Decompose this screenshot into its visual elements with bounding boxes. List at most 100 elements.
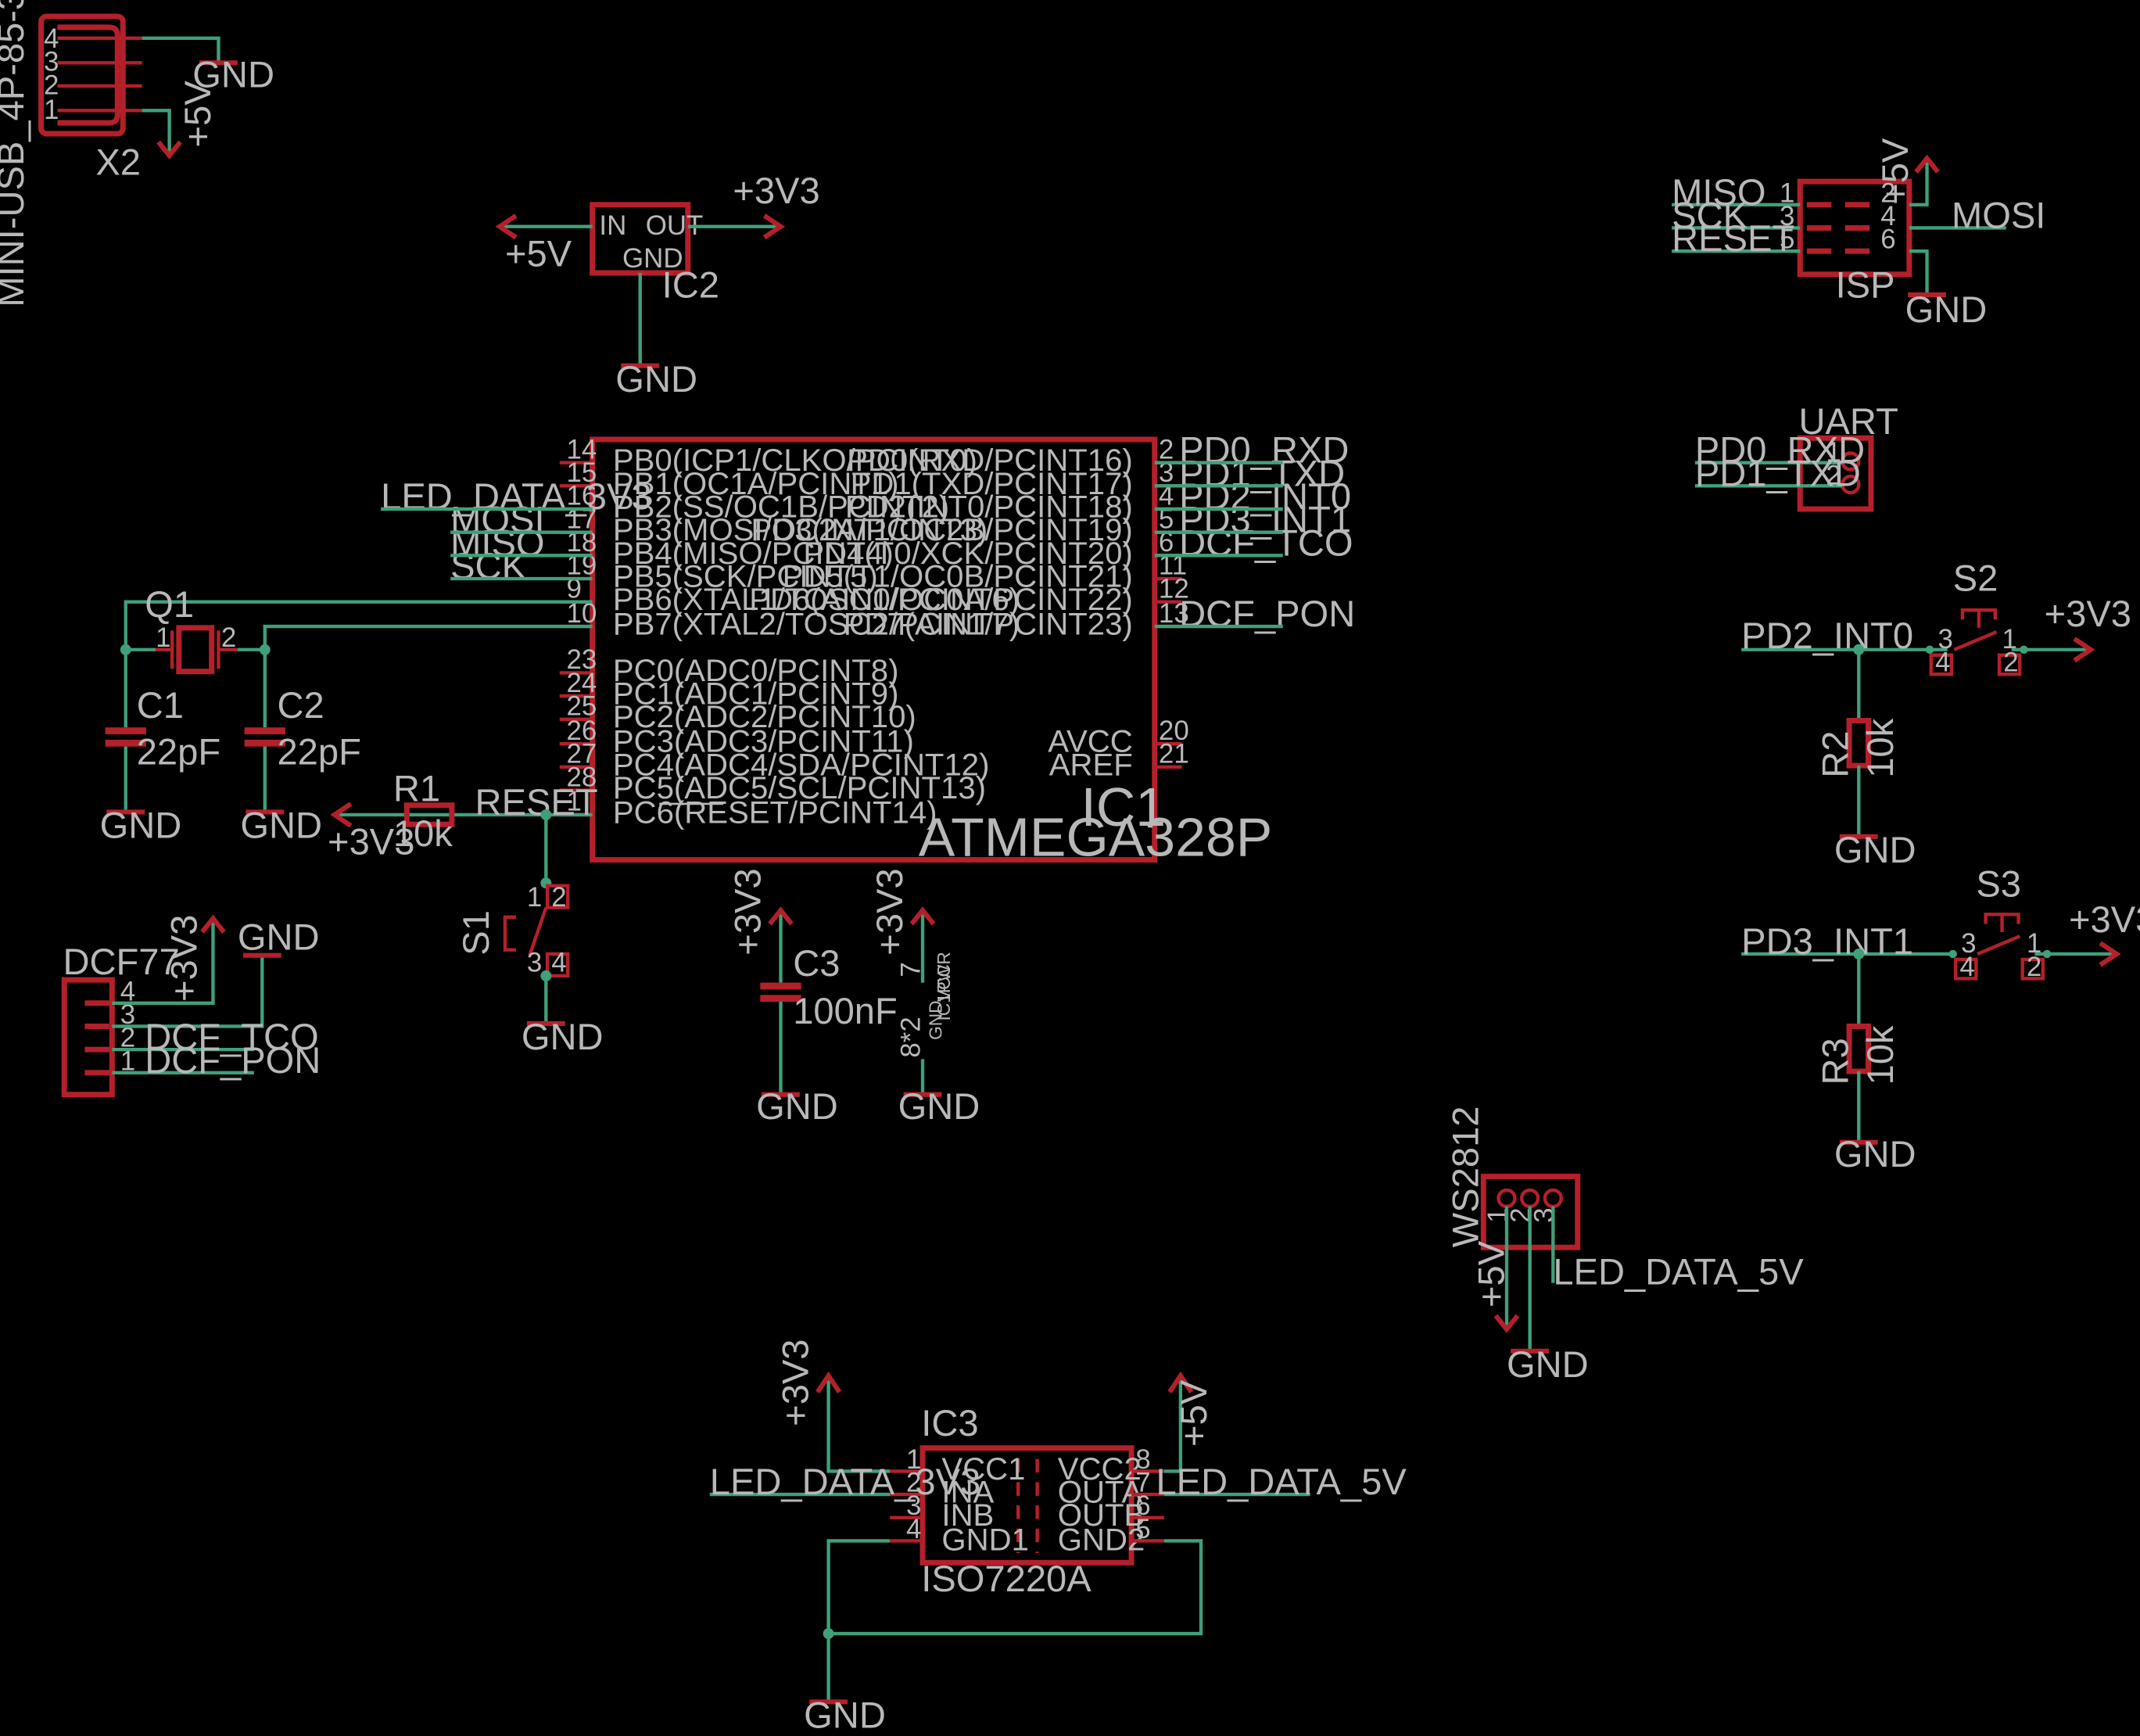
isp-ref: ISP bbox=[1836, 264, 1895, 305]
usb-connector-x2[interactable]: 4 3 2 1 X2 MINI-USB_4P-85-32004-10X bbox=[0, 0, 142, 307]
reset-net-label: RESET bbox=[475, 781, 598, 823]
isp-pin-1: 1 bbox=[1780, 178, 1794, 208]
iso-pin-2: 2 bbox=[906, 1468, 921, 1498]
s3-ref: S3 bbox=[1976, 863, 2021, 905]
ws-gnd-label: GND bbox=[1507, 1343, 1589, 1385]
pwr-gnd-label: GND bbox=[898, 1085, 980, 1127]
usb-pin-3: 3 bbox=[44, 47, 59, 77]
mcu-left-pin-name: PC2(ADC2/PCINT10) bbox=[613, 699, 916, 734]
pwr-ref: IC1PWR bbox=[934, 952, 954, 1020]
usb-gnd-label: GND bbox=[192, 54, 274, 95]
isp-net-sck: SCK bbox=[1672, 194, 1747, 235]
iso-pin-7: 7 bbox=[1135, 1468, 1150, 1498]
reg-pin-in: IN bbox=[599, 210, 626, 241]
ws-5v-label: +5V bbox=[1471, 1240, 1512, 1307]
iso-pin-5: 5 bbox=[1135, 1514, 1150, 1544]
iso-net-out: LED_DATA_5V bbox=[1156, 1461, 1407, 1502]
c2-ref: C2 bbox=[277, 684, 324, 726]
s2-net: PD2_INT0 bbox=[1741, 615, 1913, 656]
isp-pin-5: 5 bbox=[1780, 224, 1794, 255]
ws-ref: WS2812 bbox=[1444, 1107, 1486, 1248]
mcu-right-pin-number: 5 bbox=[1159, 504, 1174, 534]
isp-gnd-label: GND bbox=[1905, 289, 1988, 330]
iso-pin-6: 6 bbox=[1135, 1490, 1150, 1521]
usb-pin-4: 4 bbox=[44, 23, 59, 54]
dcf77-3v3-label: +3V3 bbox=[163, 915, 205, 1002]
mcu-left-pin-number: 26 bbox=[566, 716, 597, 746]
c3-value: 100nF bbox=[793, 990, 898, 1031]
mcu-right-pin-number: 21 bbox=[1159, 739, 1189, 769]
iso-pin-4: 4 bbox=[906, 1514, 921, 1544]
s3-pin-1: 1 bbox=[2027, 928, 2041, 959]
mcu-right-pin-number: 2 bbox=[1159, 434, 1174, 464]
reg-3v3-label: +3V3 bbox=[733, 170, 819, 211]
switch-s2[interactable]: 3 1 4 2 S2 bbox=[1925, 558, 2028, 678]
uart-pin-1: 1 bbox=[1826, 437, 1841, 468]
mcu-right-pin-number: 4 bbox=[1159, 481, 1174, 511]
mcu-right-pin-name: PD2(INT0/PCINT18) bbox=[845, 489, 1133, 524]
mcu-left-pin-number: 16 bbox=[566, 481, 597, 511]
mcu-left-pin-name: PC1(ADC1/PCINT9) bbox=[613, 676, 899, 712]
iso-ref: IC3 bbox=[921, 1402, 978, 1444]
crystal-q1[interactable]: Q1 1 2 bbox=[145, 583, 238, 675]
s1-pin-2: 2 bbox=[551, 882, 566, 913]
isolator-ic3[interactable]: VCC1 INA INB GND1 VCC2 OUTA OUTB GND2 IC… bbox=[919, 1402, 1145, 1599]
c3-gnd-label: GND bbox=[756, 1085, 838, 1127]
pwr-pin-7: 7 bbox=[896, 962, 927, 977]
mcu-right-pin-number: 6 bbox=[1159, 527, 1174, 558]
mcu-right-pin-name: PD5(T1/OC0B/PCINT21) bbox=[783, 558, 1133, 594]
ws-net: LED_DATA_5V bbox=[1553, 1250, 1804, 1292]
mcu-ref: IC1 bbox=[1081, 777, 1166, 838]
mcu-right-pin-name: PD3(INT1/OC2B/PCINT19) bbox=[751, 512, 1132, 547]
mcu-left-pin-number: 25 bbox=[566, 691, 597, 722]
pwr-pin-8: 8*2 bbox=[896, 1017, 927, 1057]
capacitor-c3[interactable]: C3 100nF bbox=[760, 942, 898, 1031]
isp-5v-label: +5V bbox=[1874, 138, 1916, 205]
mcu-left-pin-name: PB3(MOSI/OC2A/PCINT3) bbox=[613, 512, 988, 547]
usb-5v-label: +5V bbox=[177, 81, 218, 148]
isp-pin-2: 2 bbox=[1880, 178, 1895, 208]
c3-3v3-label: +3V3 bbox=[726, 868, 768, 955]
mcu-right-pin-name: AVCC bbox=[1048, 724, 1133, 759]
uart-header[interactable]: UART bbox=[1797, 400, 1898, 512]
capacitor-c2[interactable]: C2 22pF bbox=[244, 684, 361, 772]
c2-value: 22pF bbox=[277, 730, 360, 772]
switch-s3[interactable]: 3 1 4 2 S3 bbox=[1948, 863, 2052, 982]
usb-pin-2: 2 bbox=[44, 70, 59, 100]
dcf77-header[interactable]: DCF77 bbox=[61, 941, 180, 1098]
isp-pin-4: 4 bbox=[1880, 201, 1895, 231]
uart-ref: UART bbox=[1798, 400, 1898, 442]
iso-pin-3: 3 bbox=[906, 1490, 921, 1521]
reg-gnd-label: GND bbox=[615, 358, 697, 400]
mcu-right-pin-name: PD4(T0/XCK/PCINT20) bbox=[803, 536, 1132, 571]
mcu-right-pin-name: PD0(RXD/PCINT16) bbox=[847, 443, 1133, 478]
mcu-left-pin-number: 15 bbox=[566, 457, 597, 488]
mcu-right-pin-name: PD7(AIN1/PCINT23) bbox=[844, 607, 1133, 642]
microcontroller-ic1[interactable]: IC1 ATMEGA328P bbox=[590, 436, 1273, 867]
isp-net-reset: RESET bbox=[1672, 217, 1794, 259]
reset-switch-s1[interactable]: 1 2 3 4 S1 bbox=[455, 882, 570, 978]
s2-pin-3: 3 bbox=[1937, 624, 1952, 655]
resistor-r1[interactable]: R1 10k bbox=[393, 767, 455, 854]
c1-value: 22pF bbox=[137, 730, 220, 772]
resistor-r3[interactable]: R3 10k bbox=[1814, 1023, 1901, 1085]
crystal-pin-2: 2 bbox=[221, 622, 236, 653]
mcu-left-pin-name: PB4(MISO/PCINT4) bbox=[613, 536, 894, 571]
usb-pin-1: 1 bbox=[44, 95, 59, 125]
mcu-power-pins[interactable]: 7 VCC GND IC1PWR 8*2 bbox=[896, 952, 954, 1057]
ws2812-connector[interactable]: 1 2 3 WS2812 bbox=[1444, 1107, 1581, 1250]
uart-net-rxd: PD0_RXD bbox=[1695, 429, 1865, 471]
mcu-left-pin-number: 28 bbox=[566, 762, 597, 792]
mcu-right-pin-name: PD6(AIN0/OC0A/PCINT22) bbox=[749, 582, 1133, 617]
voltage-regulator-ic2[interactable]: IN OUT GND IC2 bbox=[590, 202, 719, 306]
capacitor-c1[interactable]: C1 22pF bbox=[105, 684, 221, 772]
dcf77-pin-2: 2 bbox=[120, 1023, 135, 1053]
r3-value: 10k bbox=[1859, 1025, 1901, 1085]
mcu-left-pin-name: PB0(ICP1/CLKO/PCINT0) bbox=[613, 443, 977, 478]
dcf77-gnd-label: GND bbox=[238, 916, 320, 958]
uart-net-txd: PD1_TXD bbox=[1695, 452, 1861, 493]
dcf77-net-pon: DCF_PON bbox=[145, 1039, 321, 1081]
reg-pin-gnd: GND bbox=[622, 243, 683, 274]
resistor-r2[interactable]: R2 10k bbox=[1814, 718, 1901, 778]
